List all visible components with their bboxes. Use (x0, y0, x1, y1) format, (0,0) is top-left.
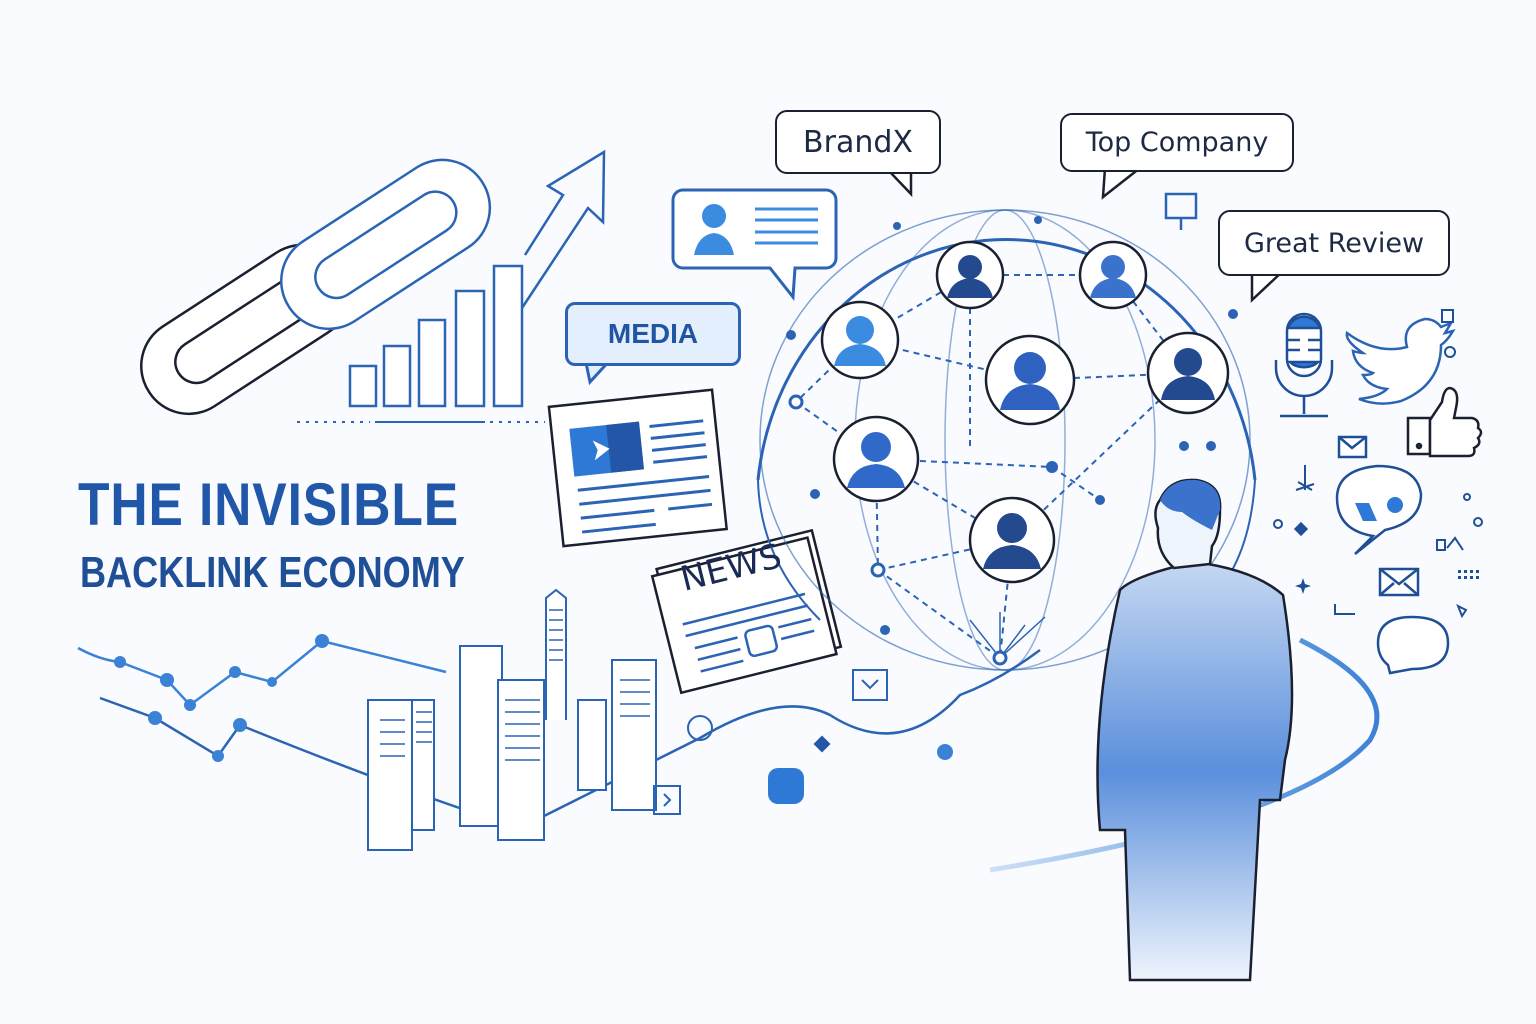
microphone-icon (1274, 312, 1334, 418)
article-icon (547, 388, 729, 548)
decorative-glyphs (1273, 309, 1483, 615)
newspaper-icon (650, 528, 843, 695)
media-bubble: MEDIA (565, 302, 741, 366)
person-avatars (820, 240, 1230, 584)
brand-bubble-tail (889, 170, 913, 198)
person-avatar-icon (984, 334, 1076, 426)
city-skyline (367, 588, 657, 851)
person-avatar-icon (935, 240, 1005, 310)
person-avatar-icon (1146, 331, 1230, 415)
company-bubble: Top Company (1060, 113, 1294, 172)
decorative-shapes (653, 669, 888, 815)
chart-points (114, 634, 953, 836)
chain-link-icon (140, 158, 492, 416)
brand-bubble: BrandX (775, 110, 941, 174)
thumbs-up-icon (1406, 386, 1483, 458)
page-title-line2: BACKLINK ECONOMY (80, 548, 465, 597)
bar-chart-icon (348, 264, 524, 408)
review-bubble-tail (1250, 270, 1284, 303)
barcode-tag-icon (768, 768, 804, 804)
person-avatar-icon (1078, 240, 1148, 310)
trend-arrow-icon (520, 149, 606, 309)
company-bubble-tail (1101, 167, 1141, 200)
envelope-icon (1337, 435, 1368, 459)
person-avatar-icon (820, 300, 900, 380)
network-nodes (786, 216, 1238, 666)
quote-bubble-icon (1335, 464, 1423, 555)
person-avatar-icon (832, 415, 920, 503)
review-bubble: Great Review (1218, 210, 1450, 276)
page-title-line1: THE INVISIBLE (78, 471, 460, 538)
twitter-bird-icon (1345, 317, 1456, 405)
chat-bubble-icon (1376, 615, 1450, 675)
signboard-icon (1164, 192, 1198, 230)
businessman-figure (1096, 478, 1294, 982)
profile-card-icon (671, 188, 838, 301)
envelope-icon (1378, 567, 1420, 597)
person-avatar-icon (968, 496, 1056, 584)
